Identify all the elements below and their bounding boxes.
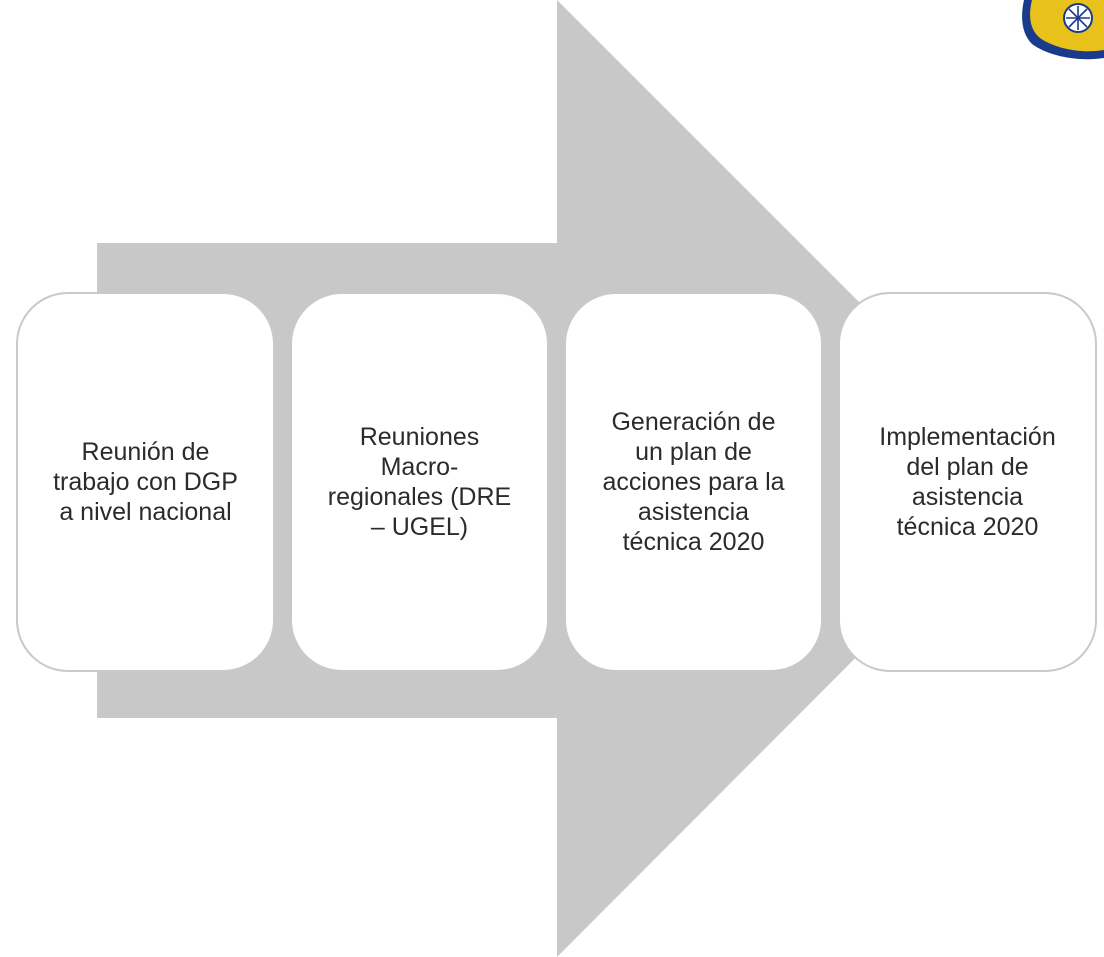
step-box-1: Reunión de trabajo con DGP a nivel nacio… — [16, 292, 275, 672]
step-label-1: Reunión de trabajo con DGP a nivel nacio… — [53, 438, 238, 526]
step-box-4: Implementación del plan de asistencia té… — [838, 292, 1097, 672]
step-box-3: Generación de un plan de acciones para l… — [564, 292, 823, 672]
step-label-2: Reuniones Macro- regionales (DRE – UGEL) — [327, 423, 512, 541]
step-box-2: Reuniones Macro- regionales (DRE – UGEL) — [290, 292, 549, 672]
process-steps: Reunión de trabajo con DGP a nivel nacio… — [16, 292, 1102, 672]
step-label-4: Implementación del plan de asistencia té… — [879, 423, 1056, 541]
institution-seal-icon — [1022, 0, 1104, 60]
step-label-3: Generación de un plan de acciones para l… — [602, 408, 785, 556]
